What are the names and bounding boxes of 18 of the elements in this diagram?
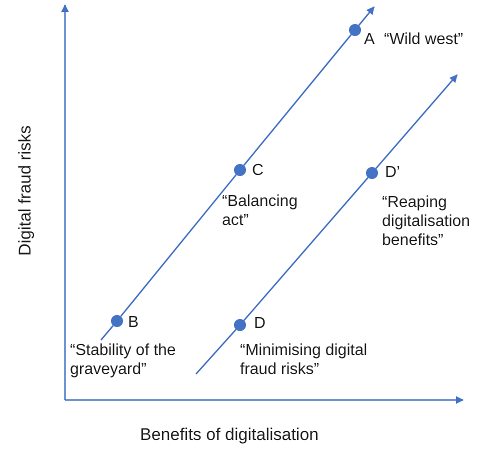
point-label: D’	[385, 163, 400, 182]
line	[243, 177, 369, 321]
point-caption: “Balancing act”	[222, 192, 299, 230]
point-label: A	[364, 30, 375, 49]
line	[120, 174, 237, 317]
point-label: C	[252, 161, 264, 180]
arrow	[375, 74, 458, 169]
line	[100, 325, 114, 340]
point-caption: “Reaping digitalisation benefits”	[382, 193, 472, 250]
point-caption: “Wild west”	[384, 30, 464, 49]
line	[195, 329, 237, 374]
arrow	[358, 6, 375, 26]
axis-title: Benefits of digitalisation	[140, 425, 319, 444]
point-label: D	[254, 314, 266, 333]
point-label: B	[128, 313, 139, 332]
point-caption: “Minimising digital fraud risks”	[240, 341, 368, 379]
axis-title: Digital fraud risks	[16, 124, 35, 256]
point-caption: “Stability of the graveyard”	[70, 341, 177, 379]
